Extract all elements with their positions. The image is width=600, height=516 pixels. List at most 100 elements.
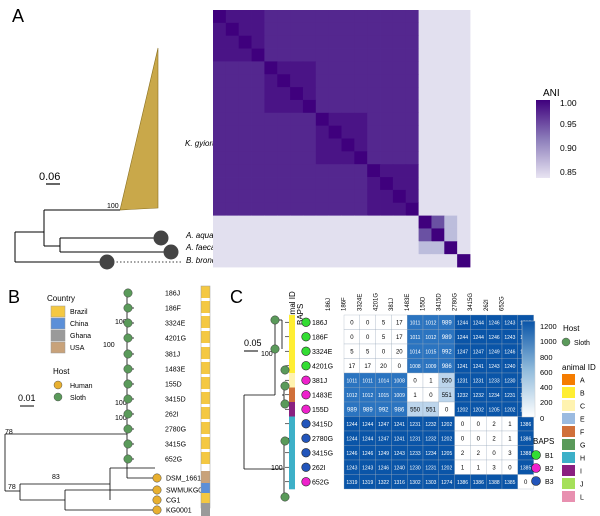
matrix-col-label: 1483E [405,294,411,311]
animal-legend-swatch [562,478,575,489]
snp-legend-bar [521,320,536,418]
country-strip-cell [201,347,210,359]
ani-cell [392,10,407,24]
ani-cell [238,254,252,268]
ani-cell [392,254,407,268]
host-sloth-icon [53,392,63,402]
ani-cell [444,61,458,75]
matrix-row-label: 2780G [312,436,333,443]
ani-cell [238,125,252,139]
ani-tick-2: 0.95 [560,119,577,129]
ani-cell [457,74,471,88]
matrix-cell-value: 0 [413,378,417,384]
scale-bar-a-label: 0.06 [39,171,60,183]
country-strip-cell [201,286,210,298]
animal-id-cell [289,445,295,461]
ani-cell [392,189,407,204]
country-strip-cell [201,316,210,328]
ani-cell [405,177,419,191]
ani-cell [277,35,291,49]
ani-cell [328,35,342,49]
ani-cell [418,202,432,216]
matrix-cell-value: 1240 [394,465,405,471]
ani-cell [380,164,394,178]
ani-cell [367,22,381,37]
ani-cell [418,99,432,114]
ani-cell [380,48,394,62]
ani-legend-bar [536,100,550,178]
ani-cell [341,177,355,191]
country-strip-cell [201,483,210,495]
ani-cell [392,112,407,127]
country-usa: USA [70,345,85,352]
animal-legend-swatch [562,491,575,502]
ani-cell [302,61,317,75]
host-legend-title-c: Host [563,324,580,333]
matrix-cell-value: 1244 [473,335,484,341]
matrix-cell-value: 1241 [457,364,468,370]
ani-cell [418,189,432,204]
ani-cell [341,189,355,204]
ani-cell [277,241,291,255]
ani-cell [290,48,304,62]
ani-cell [457,202,471,216]
ani-cell [213,74,227,88]
ani-cell [277,99,291,114]
ani-cell [354,215,368,229]
matrix-cell-value: 17 [396,320,403,326]
matrix-cell-value: 1243 [504,320,515,326]
matrix-cell-value: 992 [442,349,453,355]
matrix-cell-value: 0 [398,364,402,370]
tip-marker [123,303,133,313]
bootstrap-c-1: 100 [261,351,273,358]
baps-marker [301,317,311,327]
baps-marker [301,332,311,342]
ani-cell [354,22,368,37]
tip-marker [123,333,133,343]
ani-cell [315,10,330,24]
ani-cell [225,10,240,24]
matrix-cell-value: 17 [364,364,371,370]
matrix-cell-value: 1232 [425,422,436,428]
ani-cell [315,74,330,88]
matrix-col-label: 2780G [452,293,458,311]
matrix-cell-value: 1231 [457,378,468,384]
panel-b: B Country Brazil China Ghana USA Host Hu… [4,285,211,516]
ani-cell [328,241,342,255]
ani-tick-4: 0.85 [560,167,577,177]
ani-cell [328,151,342,165]
matrix-cell-value: 1205 [441,451,452,457]
ani-cell [225,138,240,152]
ani-cell [418,112,432,127]
ani-cell [444,189,458,204]
ani-cell [251,151,265,165]
matrix-cell-value: 551 [442,393,453,399]
animal-id-cell [289,402,295,417]
host-sloth: Sloth [70,395,86,402]
ani-cell [328,22,342,37]
ani-cell [238,10,252,24]
matrix-row-label: 186F [312,334,328,341]
matrix-cell-value: 1230 [410,465,421,471]
matrix-cell-value: 1231 [410,422,421,428]
ani-cell [238,74,252,88]
animal-legend-label: H [580,456,585,463]
tip-marker [123,409,133,419]
ani-cell [302,74,317,88]
ani-cell [354,125,368,139]
clade-node-label: 100 [107,203,119,210]
country-strip-cell [201,362,210,374]
ani-cell [380,138,394,152]
ani-cell [225,87,240,101]
matrix-cell-value: 550 [410,407,421,413]
ani-cell [380,125,394,139]
matrix-row-label: 1483E [312,392,333,399]
matrix-cell-value: 0 [366,320,370,326]
matrix-cell-value: 1249 [378,451,389,457]
tip-marker [123,439,133,449]
matrix-cell-value: 1202 [441,465,452,471]
ani-cell [418,151,432,165]
animal-legend-swatch [562,465,575,476]
ani-cell [354,48,368,62]
ani-cell [302,254,317,268]
